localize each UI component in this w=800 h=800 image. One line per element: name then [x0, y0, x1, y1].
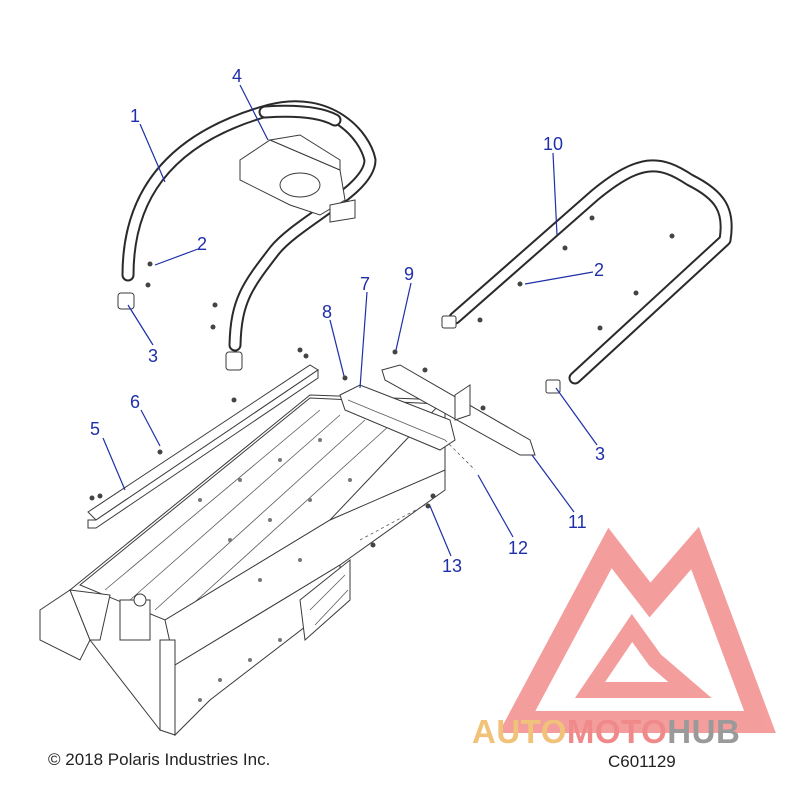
cargo-bed	[39, 394, 446, 737]
callout-2-left: 2	[197, 234, 207, 254]
callout-7: 7	[360, 274, 370, 294]
figure-code: C601129	[608, 752, 676, 771]
copyright-text: © 2018 Polaris Industries Inc.	[48, 750, 271, 769]
leader-lines	[102, 84, 598, 557]
light-housing	[239, 134, 356, 223]
callout-9: 9	[404, 264, 414, 284]
left-roll-bar	[117, 100, 377, 371]
watermark-auto: AUTO	[472, 713, 567, 750]
callout-5: 5	[90, 419, 100, 439]
callout-1: 1	[130, 106, 140, 126]
side-rail	[87, 347, 319, 529]
rear-bracket	[381, 364, 536, 456]
callout-12: 12	[508, 538, 528, 558]
callout-3-right: 3	[595, 444, 605, 464]
callout-2-right: 2	[594, 260, 604, 280]
watermark-hub: HUB	[667, 713, 741, 750]
callout-6: 6	[130, 392, 140, 412]
callout-4: 4	[232, 66, 242, 86]
watermark-text: AUTOMOTOHUB	[472, 713, 740, 751]
callout-8: 8	[322, 302, 332, 322]
callout-3-left: 3	[148, 346, 158, 366]
watermark-moto: MOTO	[566, 713, 668, 750]
callout-labels: 1 2 3 4 5 6 7 8 9 10 2 3 11 12 13	[90, 66, 605, 576]
callout-13: 13	[442, 556, 462, 576]
callout-11: 11	[568, 512, 587, 532]
callout-10: 10	[543, 134, 563, 154]
right-roll-bar	[441, 159, 733, 394]
